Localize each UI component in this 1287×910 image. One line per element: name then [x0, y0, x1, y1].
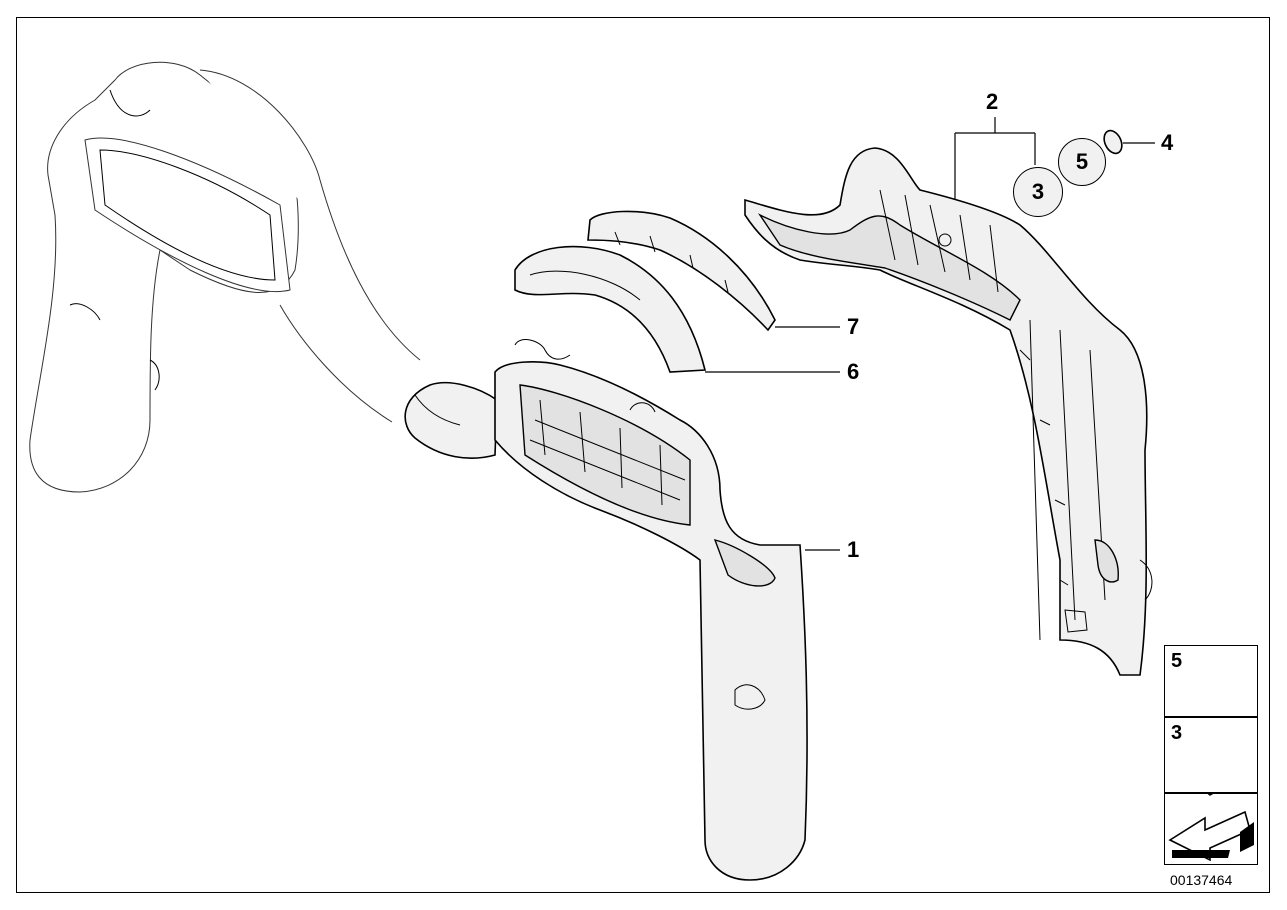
ghost-pillar-trim [29, 61, 421, 493]
part-2-pillar-cover [744, 147, 1153, 676]
part-6-cover [514, 245, 707, 373]
callout-2: 2 [986, 89, 999, 114]
diagram-id: 00137464 [1170, 872, 1233, 888]
callout-1: 1 [847, 537, 860, 562]
legend-screw: 5 [1164, 645, 1258, 717]
callout-7: 7 [847, 314, 860, 339]
callout-5-circle: 5 [1058, 138, 1106, 186]
callout-6: 6 [847, 359, 860, 384]
legend-screw-label: 5 [1171, 650, 1183, 672]
direction-arrow-icon [1168, 810, 1254, 862]
callout-4: 4 [1161, 130, 1174, 155]
diagram-frame [16, 17, 1270, 893]
part-7-trim-strip [587, 210, 776, 332]
legend-direction [1164, 793, 1258, 865]
legend-clip-nut-label: 3 [1171, 722, 1183, 744]
callout-3-circle: 3 [1013, 167, 1063, 217]
part-4-clip [1103, 129, 1123, 155]
leader-lines [705, 117, 1155, 551]
part-1-pillar-trim [404, 339, 808, 881]
legend-clip-nut: 3 [1164, 717, 1258, 793]
